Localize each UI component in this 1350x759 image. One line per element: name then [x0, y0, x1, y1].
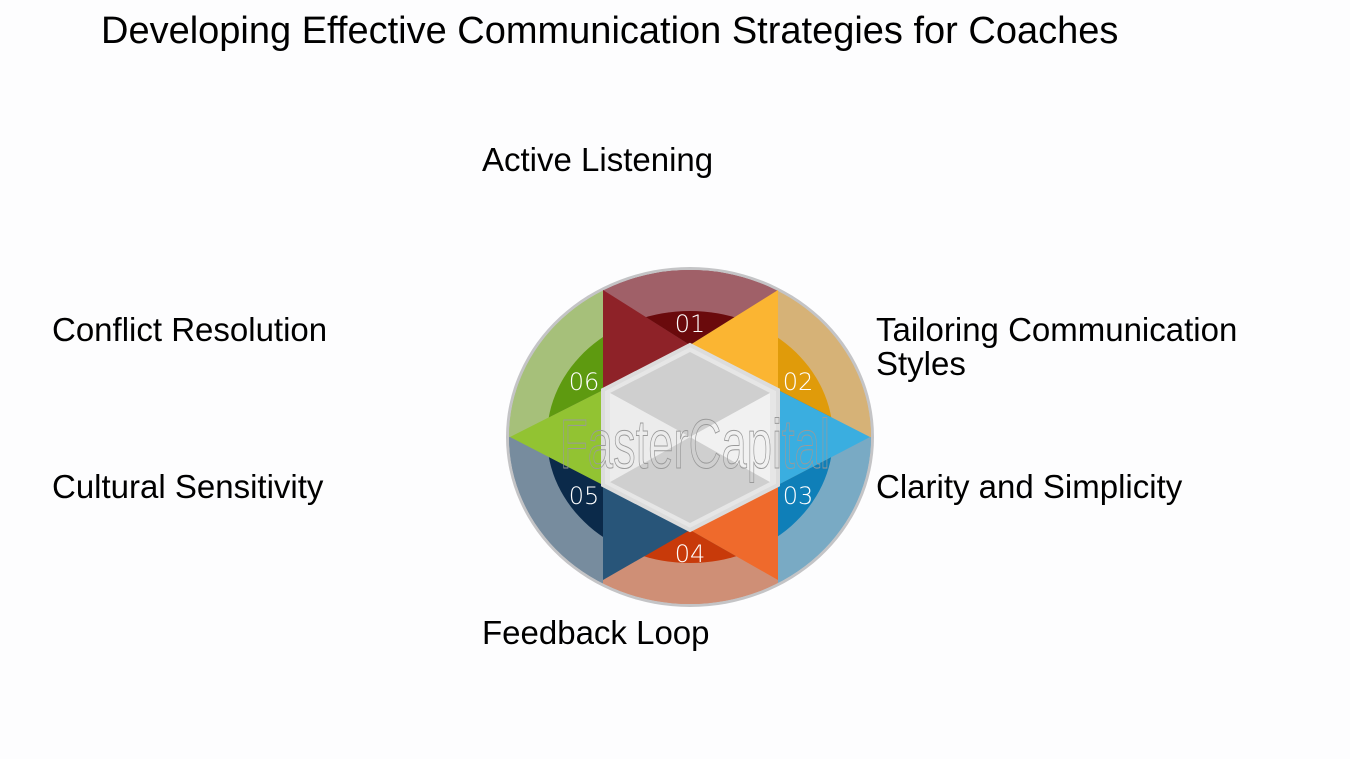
segment-number-02: 02 [783, 368, 814, 396]
center-facet-left [610, 393, 690, 482]
wing-02 [690, 290, 778, 390]
center-facet-bottom [610, 437, 770, 523]
label-clarity-and-simplicity: Clarity and Simplicity [876, 468, 1183, 505]
segment-number-06: 06 [569, 368, 600, 396]
page-title: Developing Effective Communication Strat… [101, 10, 1119, 52]
segment-number-05: 05 [569, 482, 600, 510]
ring-band-05 [480, 437, 603, 640]
wing-06 [510, 390, 603, 485]
segment-number-04: 04 [675, 540, 706, 568]
center-facet-right [690, 393, 770, 482]
segment-number-03: 03 [783, 482, 814, 510]
ring-band-03 [778, 437, 900, 640]
center-facet-top [610, 352, 770, 437]
ring-band-02 [778, 230, 900, 437]
wing-05 [603, 485, 690, 580]
wing-03 [778, 390, 870, 485]
label-line-1: Tailoring Communication [876, 311, 1238, 348]
wing-01 [603, 290, 690, 390]
label-cultural-sensitivity: Cultural Sensitivity [52, 468, 324, 505]
label-active-listening: Active Listening [482, 141, 714, 178]
label-conflict-resolution: Conflict Resolution [52, 311, 328, 348]
watermark: FasterCapital [560, 405, 830, 483]
ring-band-06 [480, 230, 603, 437]
wing-04 [690, 485, 778, 580]
segment-number-01: 01 [675, 310, 706, 338]
wing-01b [603, 290, 690, 345]
